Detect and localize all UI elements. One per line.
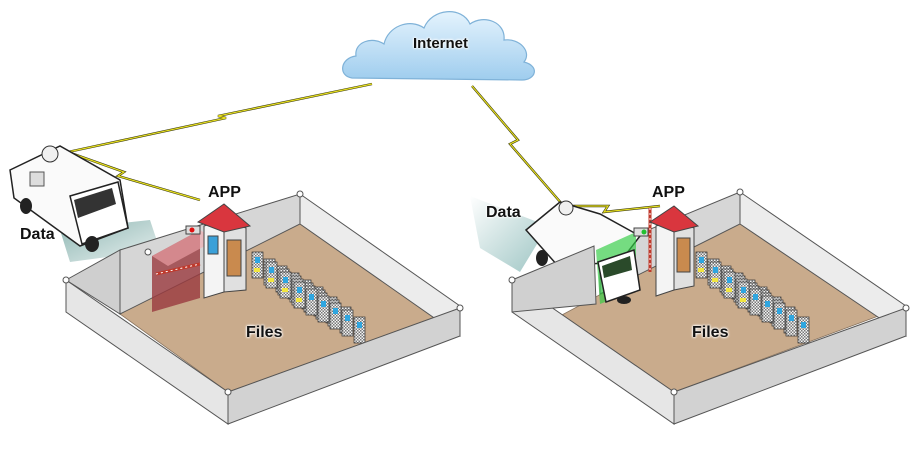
file-cabinet xyxy=(737,281,750,309)
file-cabinet xyxy=(723,271,736,299)
file-cabinet xyxy=(265,261,278,289)
file-cabinet xyxy=(341,309,354,337)
file-cabinet xyxy=(797,316,810,344)
green-signal-light xyxy=(641,229,647,235)
internet-label: Internet xyxy=(413,35,469,52)
van-front-in-gate xyxy=(597,249,641,304)
link-cloud-to-left-van xyxy=(67,82,373,154)
left-files-label: Files xyxy=(246,324,283,341)
file-cabinet xyxy=(695,251,708,279)
file-cabinet xyxy=(329,302,342,330)
link-right-van-to-app xyxy=(566,204,661,214)
link-left-van-to-app xyxy=(67,150,201,202)
right-files-label: Files xyxy=(692,324,729,341)
file-cabinet xyxy=(709,261,722,289)
file-cabinet xyxy=(317,295,330,323)
app-guard-booth xyxy=(633,205,700,297)
van-shadow xyxy=(470,196,548,272)
internet-cloud xyxy=(342,11,535,81)
file-cabinet xyxy=(749,288,762,316)
file-cabinet xyxy=(305,288,318,316)
front-wall-right xyxy=(673,307,907,425)
data-van-left xyxy=(9,145,129,252)
right-scene xyxy=(470,188,910,425)
red-signal-light xyxy=(189,227,195,233)
left-data-label: Data xyxy=(20,226,55,243)
left-app-label: APP xyxy=(208,184,241,201)
file-cabinet xyxy=(279,271,292,299)
right-data-label: Data xyxy=(486,204,521,221)
file-cabinet xyxy=(773,302,786,330)
wireless-links xyxy=(67,82,661,214)
link-cloud-to-right-van xyxy=(471,85,563,205)
right-app-label: APP xyxy=(652,184,685,201)
file-cabinet xyxy=(785,309,798,337)
file-cabinet xyxy=(761,295,774,323)
front-wall-right xyxy=(227,307,461,425)
gate-barrier xyxy=(155,262,201,276)
file-cabinet xyxy=(293,281,306,309)
file-racks xyxy=(695,251,810,344)
file-racks xyxy=(251,251,366,344)
app-guard-booth xyxy=(185,203,252,299)
file-cabinet xyxy=(251,251,264,279)
file-cabinet xyxy=(353,316,366,344)
left-scene xyxy=(9,145,464,425)
